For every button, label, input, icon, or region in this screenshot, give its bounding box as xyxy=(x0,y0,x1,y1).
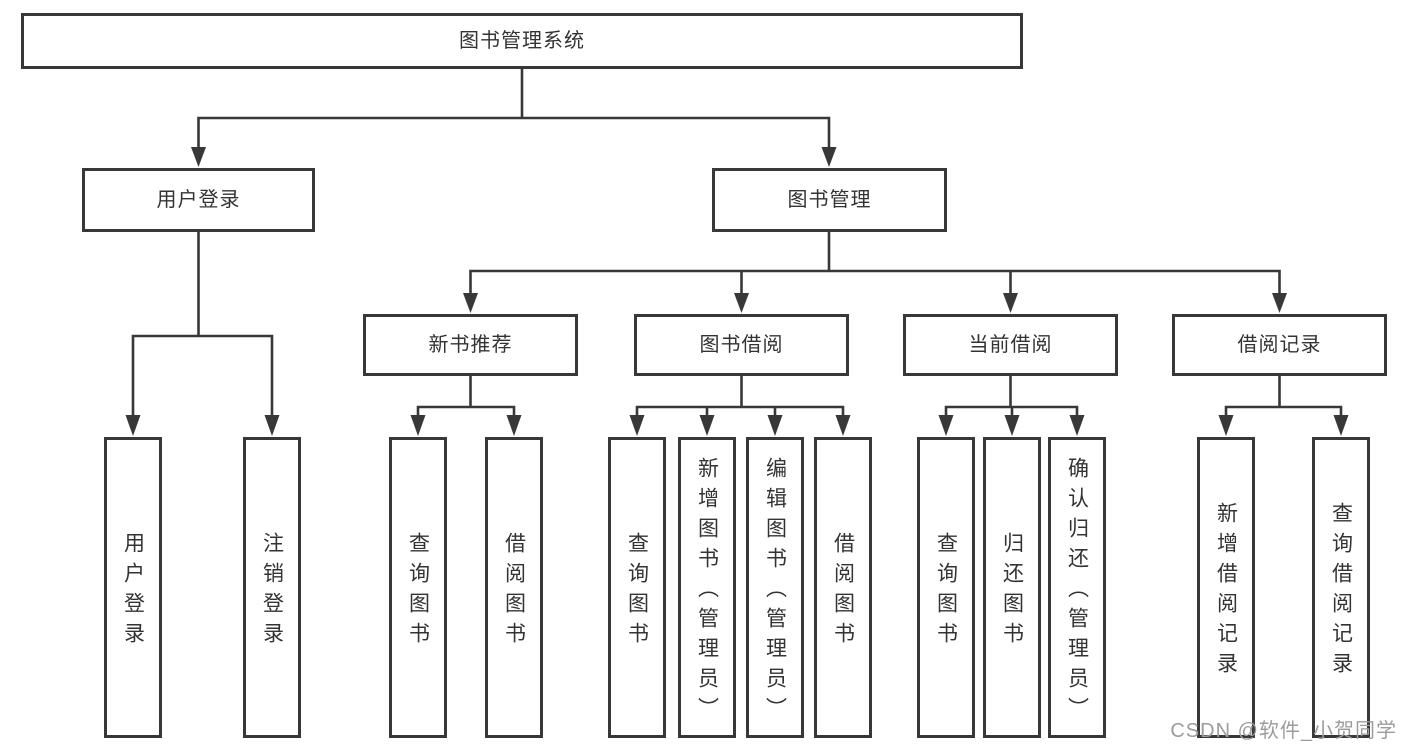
arrow-down-icon xyxy=(410,415,426,436)
connector-level2-spine xyxy=(197,116,831,149)
node-current-borrowing: 当前借阅 xyxy=(903,314,1118,376)
arrow-down-icon xyxy=(767,415,783,436)
arrow-down-icon xyxy=(629,415,645,436)
leaf-bb-query-books: 查询图书 xyxy=(608,437,666,738)
arrow-down-icon xyxy=(938,415,954,436)
arrow-down-icon xyxy=(125,415,141,436)
arrow-down-icon xyxy=(821,147,837,167)
arrow-down-icon xyxy=(835,415,851,436)
node-book-management: 图书管理 xyxy=(712,168,947,232)
connector-current-spine xyxy=(944,405,1079,416)
arrow-down-icon xyxy=(1004,415,1020,436)
node-label: 新书推荐 xyxy=(428,334,513,356)
arrow-down-icon xyxy=(264,415,280,436)
arrow-down-icon xyxy=(463,293,478,313)
arrow-down-icon xyxy=(506,415,522,436)
arrow-down-icon xyxy=(1333,415,1349,436)
arrow-down-icon xyxy=(1218,415,1234,436)
node-label: 编辑图书（管理员） xyxy=(763,457,787,727)
node-label: 借阅图书 xyxy=(831,532,855,652)
csdn-watermark: CSDN @软件_小贺同学 xyxy=(1170,720,1397,742)
arrow-down-icon xyxy=(1003,293,1018,313)
node-label: 新增借阅记录 xyxy=(1214,502,1238,682)
node-label: 查询图书 xyxy=(625,532,649,652)
node-label: 归还图书 xyxy=(1000,532,1024,652)
node-label: 查询图书 xyxy=(406,532,430,652)
node-label: 借阅记录 xyxy=(1237,334,1322,356)
node-library-management-system: 图书管理系统 xyxy=(21,13,1023,69)
node-label: 新增图书（管理员） xyxy=(695,457,719,727)
node-label: 图书借阅 xyxy=(699,334,784,356)
node-book-borrowing: 图书借阅 xyxy=(634,314,849,376)
connector-userlogin-spine xyxy=(131,334,274,416)
connector-newbook-spine xyxy=(416,405,516,416)
leaf-nbr-query-books: 查询图书 xyxy=(389,437,447,738)
node-user-login: 用户登录 xyxy=(82,168,315,232)
leaf-bb-edit-books-admin: 编辑图书（管理员） xyxy=(746,437,804,738)
arrow-down-icon xyxy=(699,415,715,436)
node-label: 注销登录 xyxy=(260,532,284,652)
connector-records-spine xyxy=(1224,405,1343,416)
leaf-cb-query-books: 查询图书 xyxy=(917,437,975,738)
leaf-user-login: 用户登录 xyxy=(104,437,162,738)
leaf-logout-login: 注销登录 xyxy=(243,437,301,738)
leaf-bb-borrow-books: 借阅图书 xyxy=(814,437,872,738)
node-label: 确认归还（管理员） xyxy=(1065,457,1089,727)
leaf-cb-return-books: 归还图书 xyxy=(983,437,1041,738)
leaf-cb-confirm-return-admin: 确认归还（管理员） xyxy=(1048,437,1106,738)
leaf-br-query-record: 查询借阅记录 xyxy=(1312,437,1370,738)
arrow-down-icon xyxy=(1069,415,1085,436)
node-label: 当前借阅 xyxy=(968,334,1053,356)
leaf-bb-add-books-admin: 新增图书（管理员） xyxy=(678,437,736,738)
arrow-down-icon xyxy=(734,293,749,313)
node-label: 图书管理系统 xyxy=(459,30,585,52)
node-new-book-recommend: 新书推荐 xyxy=(363,314,578,376)
node-label: 用户登录 xyxy=(121,532,145,652)
node-label: 借阅图书 xyxy=(502,532,526,652)
leaf-nbr-borrow-books: 借阅图书 xyxy=(485,437,543,738)
connector-borrowing-spine xyxy=(635,405,845,416)
node-label: 查询图书 xyxy=(934,532,958,652)
leaf-br-add-record: 新增借阅记录 xyxy=(1197,437,1255,738)
arrow-down-icon xyxy=(191,147,206,167)
node-label: 用户登录 xyxy=(156,189,241,211)
node-label: 查询借阅记录 xyxy=(1329,502,1353,682)
node-borrowing-records: 借阅记录 xyxy=(1172,314,1387,376)
arrow-down-icon xyxy=(1272,293,1287,313)
connector-level3-spine xyxy=(469,269,1281,294)
node-label: 图书管理 xyxy=(787,189,872,211)
